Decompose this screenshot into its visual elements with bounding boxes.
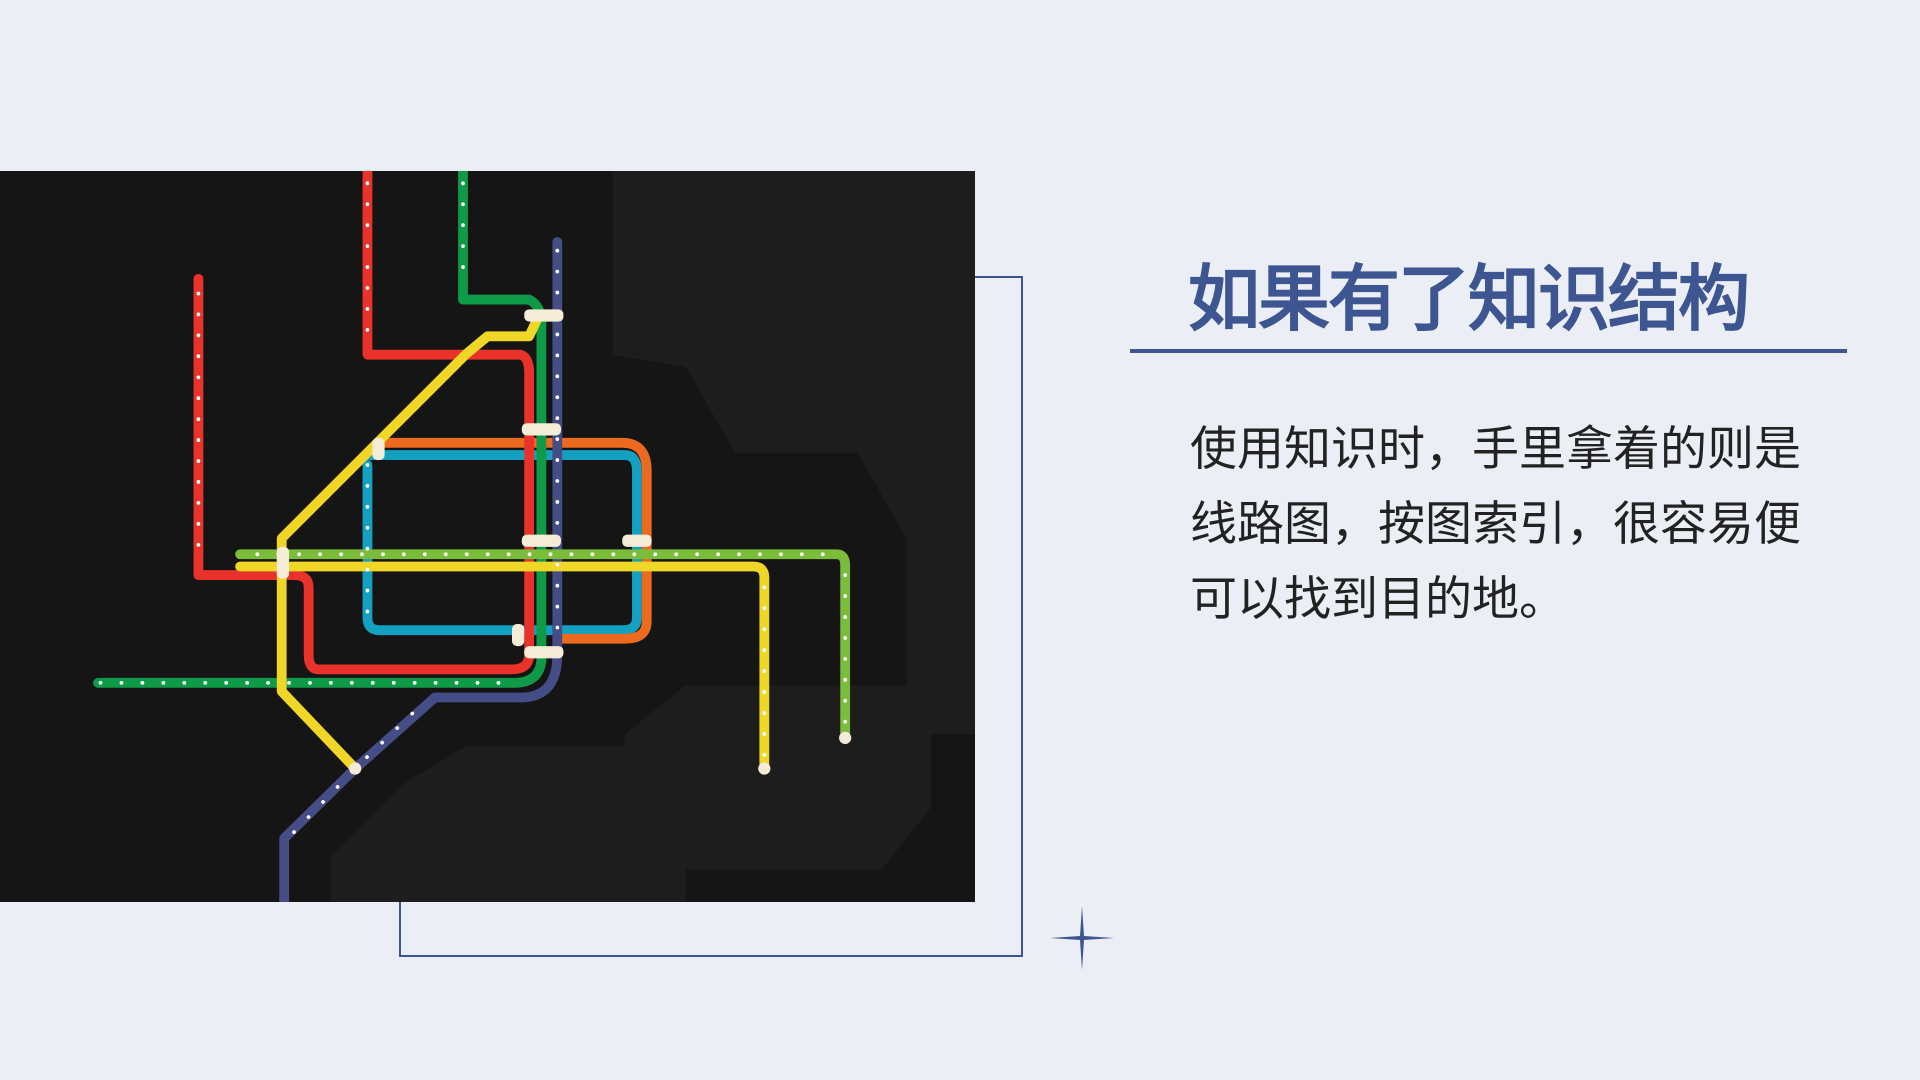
map-line-green: [93, 171, 547, 688]
map-background-shapes: [330, 171, 975, 902]
slide-title: 如果有了知识结构: [1188, 257, 1750, 341]
map-line-orange: [374, 437, 652, 644]
subway-map-image: [0, 171, 975, 902]
body-line: 线路图，按图索引，很容易便: [1190, 497, 1801, 552]
map-line-red: [233, 171, 535, 675]
map-line-navy: [279, 237, 563, 902]
sparkle-star-icon: [1050, 906, 1114, 970]
interchange-stations: [276, 309, 852, 775]
body-line: 可以找到目的地。: [1190, 572, 1566, 627]
slide-body-text: 使用知识时，手里拿着的则是 线路图，按图索引，很容易便 可以找到目的地。: [1190, 412, 1830, 637]
body-line: 使用知识时，手里拿着的则是: [1190, 422, 1801, 477]
map-line-yellow-h: [235, 561, 770, 774]
map-line-blue-loop: [362, 450, 642, 636]
map-line-lime: [235, 549, 851, 743]
subway-map-svg: [93, 171, 975, 902]
title-underline: [1130, 349, 1847, 353]
map-line-red-left: [193, 273, 287, 580]
map-line-yellow: [276, 310, 544, 774]
